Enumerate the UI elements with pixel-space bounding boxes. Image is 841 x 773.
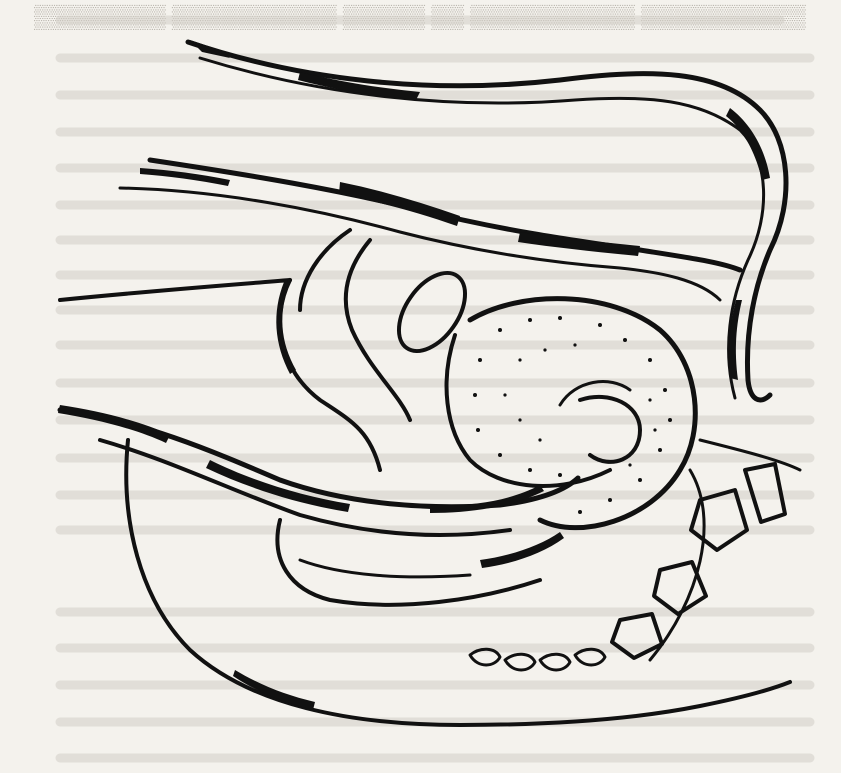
- show-through-lines: [60, 20, 810, 758]
- inner-organ-contour: [60, 230, 410, 470]
